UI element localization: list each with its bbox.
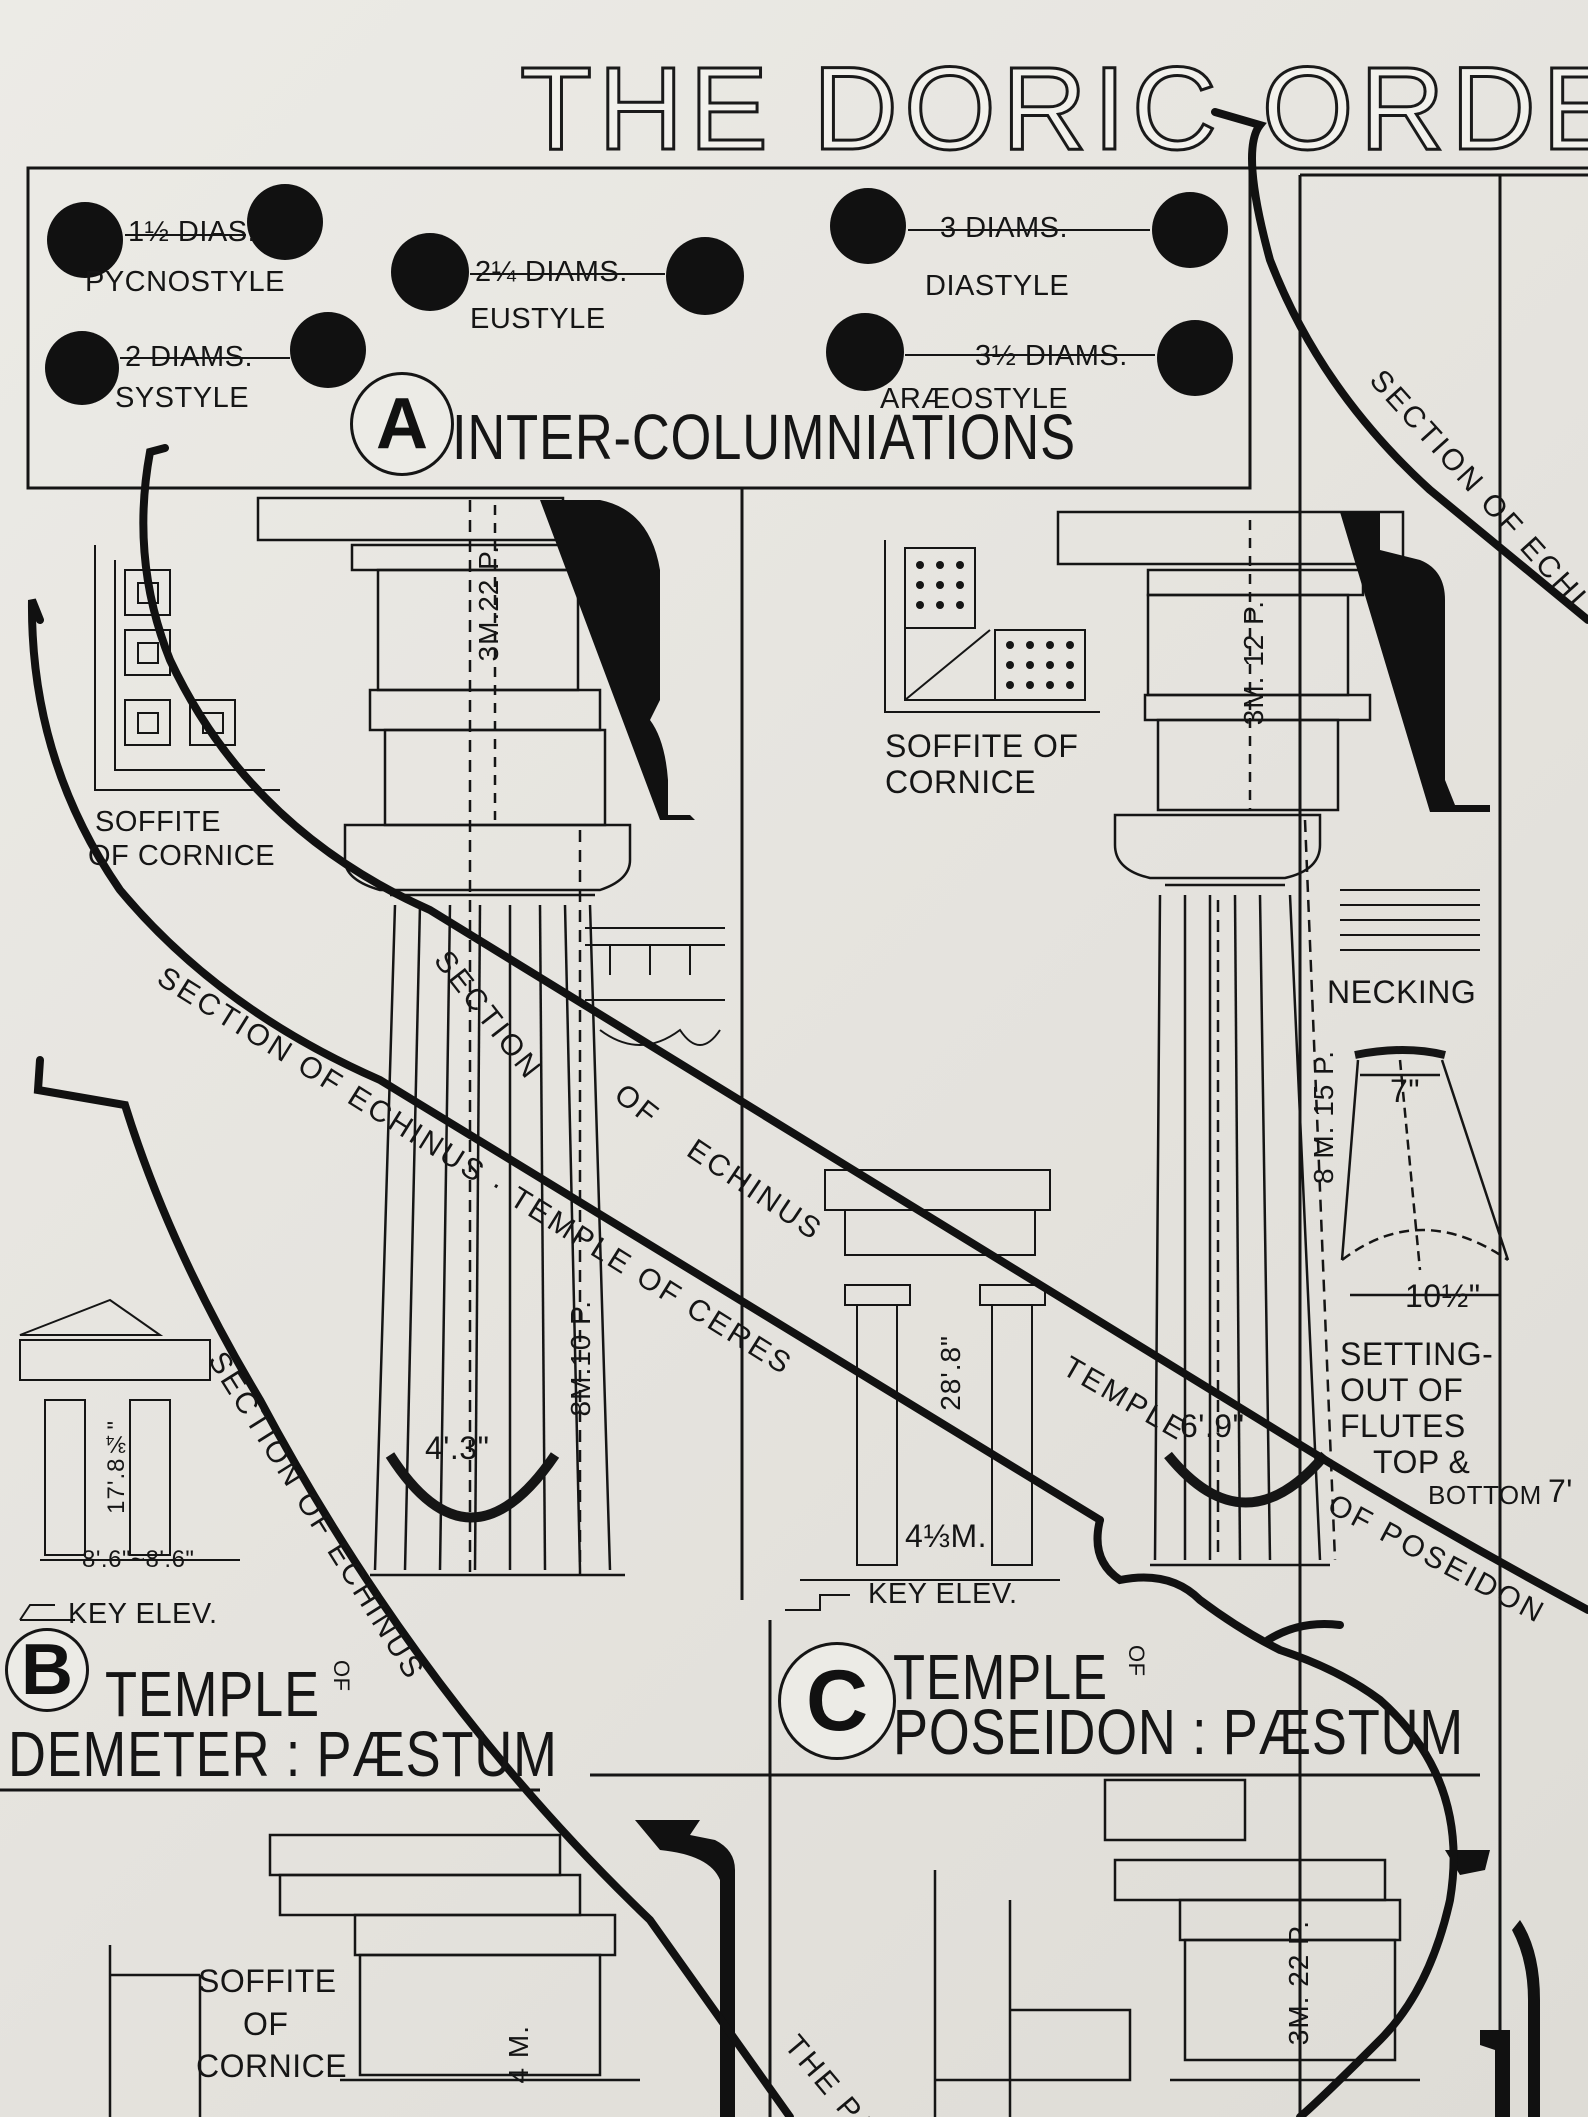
systyle-label: SYSTYLE (115, 382, 250, 414)
panel-b-column-height: 8M.10 P. (565, 1300, 596, 1417)
panel-c-diameter: 6'.9" (1180, 1408, 1245, 1444)
panel-c-column-height: 8 M. 15 P. (1308, 1050, 1339, 1185)
flutes-diagram (1340, 1046, 1510, 1297)
panel-b-soffite-label-1: SOFFITE (95, 806, 221, 838)
panel-c-key-elevation (785, 1169, 1060, 1611)
bottom-left-height: 4 M. (503, 2025, 534, 2084)
bottom-soffite-line3: CORNICE (196, 2048, 348, 2084)
panel-b-column (256, 496, 632, 1577)
panel-c-soffite-dots (916, 561, 1074, 689)
echinus-curves (27, 108, 1588, 2117)
page-title: THE DORIC ORDER (519, 43, 1588, 175)
eustyle-label: EUSTYLE (470, 303, 606, 335)
araeostyle-dimension: 3½ DIAMS. (975, 340, 1128, 372)
panel-c-key-elev-label: KEY ELEV. (868, 1578, 1018, 1610)
systyle-dimension: 2 DIAMS. (125, 341, 254, 373)
panel-b-entablature-height: 3M.22 P. (473, 545, 504, 662)
panel-c-column (1056, 510, 1405, 1567)
panel-c-entablature-height: 3M. 12 P. (1238, 600, 1269, 726)
necking-detail (1340, 889, 1480, 951)
eustyle-dimension: 2¼ DIAMS. (475, 256, 628, 288)
panel-b-key-elevation (19, 1298, 240, 1621)
panel-c-title-line2: POSEIDON : PÆSTUM (893, 1696, 1464, 1768)
panel-b-title-line1: TEMPLE (105, 1658, 320, 1730)
panel-c-soffite (884, 540, 1100, 713)
panel-b-title-line2: DEMETER : PÆSTUM (8, 1718, 558, 1790)
setting-out-line3: FLUTES (1340, 1408, 1466, 1444)
panel-b-key-spacing: 8'.6"~8'.6" (82, 1546, 195, 1573)
bottom-soffite-line1: SOFFITE (198, 1963, 337, 1999)
pycnostyle-dimension: 1½ DIAS. (128, 216, 257, 248)
panel-c-title-line1: TEMPLE (893, 1641, 1108, 1713)
panel-b-diameter: 4'.3" (425, 1430, 490, 1466)
panel-c-side-dimension: 7' (1548, 1473, 1573, 1509)
inter-columniations-heading: INTER-COLUMNIATIONS (452, 401, 1076, 473)
panel-c-key-spacing: 4⅓M. (905, 1518, 988, 1554)
panel-b-key-elev-label: KEY ELEV. (68, 1598, 218, 1630)
panel-b-of: OF (329, 1660, 354, 1692)
flute-bottom-width: 10½" (1405, 1278, 1481, 1314)
panel-c-soffite-label-1: SOFFITE OF (885, 728, 1079, 764)
panel-c-soffite-label-2: CORNICE (885, 764, 1037, 800)
section-b-marker: B (5, 1628, 89, 1712)
bottom-details (108, 1778, 1420, 2117)
column-dots (45, 184, 1233, 405)
diastyle-dimension: 3 DIAMS. (940, 212, 1069, 244)
pycnostyle-label: PYCNOSTYLE (85, 266, 285, 298)
setting-out-line1: SETTING- (1340, 1336, 1494, 1372)
bottom-soffite-line2: OF (243, 2006, 289, 2042)
flute-top-width: 7" (1390, 1073, 1421, 1109)
necking-label: NECKING (1327, 974, 1477, 1010)
panel-b-key-height: 17'.8¾" (103, 1420, 130, 1514)
panel-b-soffite (94, 545, 280, 791)
panel-b-soffite-label-2: OF CORNICE (88, 840, 276, 872)
panel-c-key-height: 28'.8" (935, 1335, 966, 1411)
araeostyle-label: ARÆOSTYLE (880, 383, 1069, 415)
panel-c-of: OF (1124, 1645, 1149, 1677)
setting-out-line5: BOTTOM (1428, 1480, 1542, 1510)
section-a-marker: A (350, 372, 454, 476)
section-c-marker: C (778, 1642, 896, 1760)
setting-out-line2: OUT OF (1340, 1372, 1464, 1408)
diastyle-label: DIASTYLE (925, 270, 1070, 302)
setting-out-line4: TOP & (1373, 1444, 1471, 1480)
bottom-right-height: 3M. 22 P. (1283, 1920, 1314, 2046)
